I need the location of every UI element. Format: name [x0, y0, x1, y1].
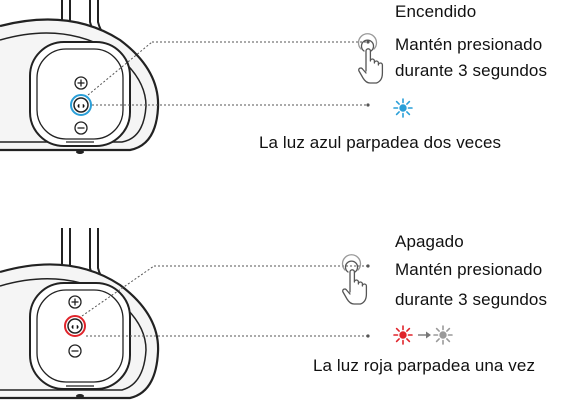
press-hand-icon — [341, 254, 368, 305]
instruction-line1: Mantén presionado — [395, 35, 543, 54]
section-title-apagado: Apagado — [395, 232, 464, 251]
headset-earcup-bottom: ◖◗ — [0, 228, 160, 400]
leader-line-light — [86, 334, 370, 338]
light-blink-icon-red — [393, 325, 413, 345]
light-blink-icon-off — [433, 325, 453, 345]
leader-line-button — [81, 264, 370, 317]
light-description: La luz azul parpadea dos veces — [259, 133, 502, 152]
volume-down-icon[interactable] — [68, 344, 82, 358]
svg-text:◖◗: ◖◗ — [76, 101, 87, 111]
section-title-encendido: Encendido — [395, 2, 477, 21]
headset-earcup-top: ◖◗ — [0, 0, 160, 154]
volume-up-icon[interactable] — [74, 76, 88, 90]
svg-text:◖◗: ◖◗ — [70, 322, 81, 332]
press-hand-icon — [357, 33, 384, 84]
instruction-line2: durante 3 segundos — [395, 61, 548, 80]
light-description: La luz roja parpadea una vez — [313, 356, 536, 375]
instruction-line2: durante 3 segundos — [395, 290, 548, 309]
volume-up-icon[interactable] — [68, 295, 82, 309]
volume-down-icon[interactable] — [74, 121, 88, 135]
leader-line-light — [92, 103, 370, 107]
light-blink-icon — [393, 98, 413, 118]
instruction-line1: Mantén presionado — [395, 260, 543, 279]
power-button-icon[interactable]: ◖◗ — [64, 315, 86, 337]
leader-line-button — [87, 40, 370, 96]
right-arrow-icon — [418, 331, 431, 339]
power-button-icon[interactable]: ◖◗ — [70, 94, 92, 116]
